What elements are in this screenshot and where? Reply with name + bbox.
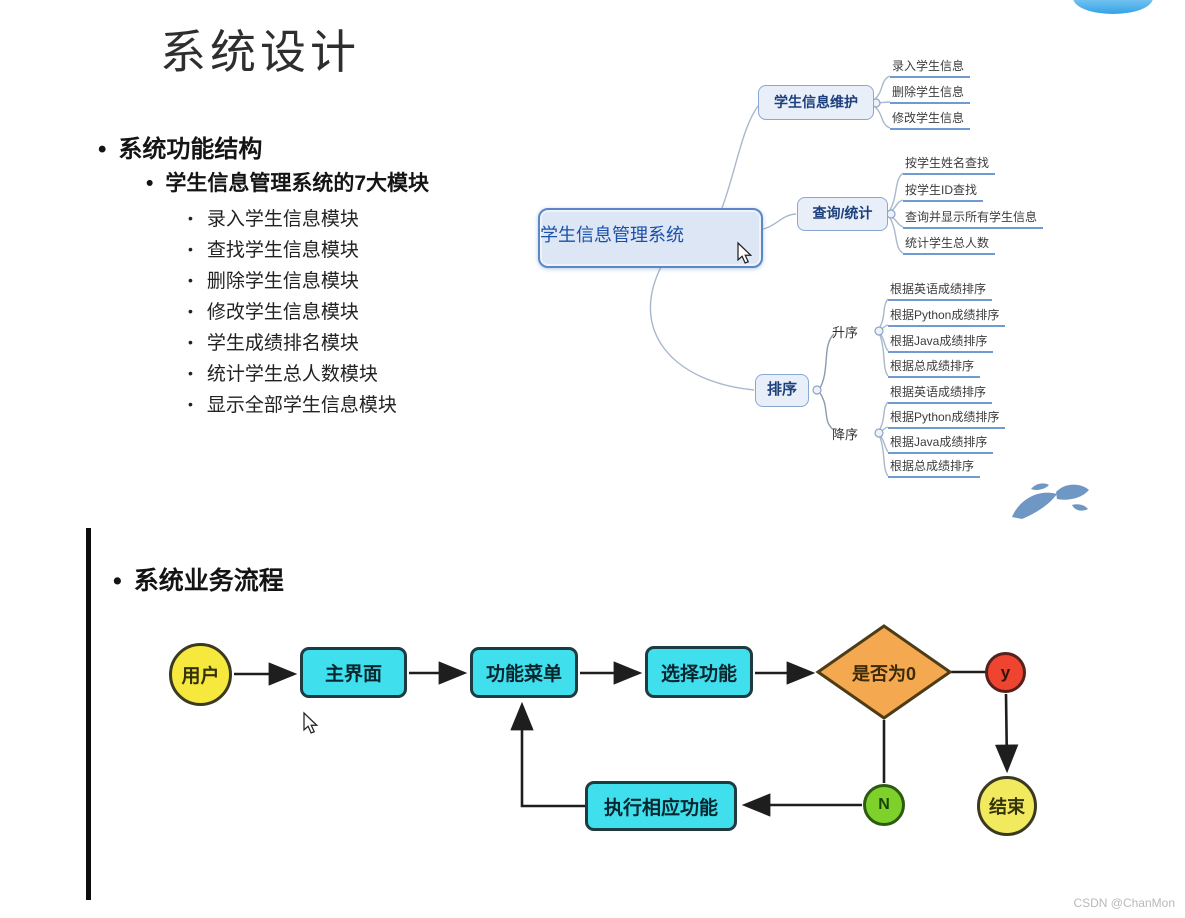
decision-diamond-shape [815, 624, 953, 720]
mindmap-leaf: 统计学生总人数 [903, 235, 996, 255]
mindmap-branch-maintain: 学生信息维护 [758, 85, 874, 120]
mindmap-leaf: 根据英语成绩排序 [888, 281, 993, 301]
flow-execute-node: 执行相应功能 [585, 781, 737, 831]
flow-start-node: 用户 [169, 643, 232, 706]
section-heading-function-structure: •系统功能结构 [98, 136, 263, 163]
flow-end-node: 结束 [977, 776, 1037, 836]
list-item-module-7: •显示全部学生信息模块 [188, 395, 397, 416]
mindmap-connectors [649, 75, 904, 477]
mindmap-leaf: 按学生姓名查找 [903, 155, 996, 175]
flowchart-arrows [234, 661, 1019, 817]
flow-no-node: N [863, 784, 905, 826]
bullet-icon: • [188, 210, 193, 226]
bullet-icon: • [188, 272, 193, 288]
bullet-icon: • [188, 334, 193, 350]
bullet-icon: • [188, 241, 193, 257]
bullet-icon: • [188, 303, 193, 319]
decorative-swirl-graphic [1012, 483, 1089, 519]
list-item-module-2: •查找学生信息模块 [188, 240, 359, 261]
list-item-module-1: •录入学生信息模块 [188, 209, 359, 230]
flow-menu-node: 功能菜单 [470, 647, 578, 698]
section-heading-business-process: •系统业务流程 [113, 567, 284, 595]
bullet-icon: • [188, 365, 193, 381]
mindmap-root-node: 学生信息管理系统 [538, 208, 763, 268]
mindmap-leaf: 录入学生信息 [890, 58, 971, 78]
mindmap-leaf: 删除学生信息 [890, 84, 971, 104]
flow-decision-label: 是否为0 [851, 664, 916, 684]
list-item-module-6: •统计学生总人数模块 [188, 364, 378, 385]
decorative-corner-graphic [1073, 0, 1153, 14]
watermark: CSDN @ChanMon [1073, 896, 1175, 910]
mindmap-branch-sort: 排序 [755, 374, 809, 407]
list-item-module-3: •删除学生信息模块 [188, 271, 359, 292]
slide-divider-bar [86, 528, 91, 900]
flow-main-ui-node: 主界面 [300, 647, 407, 698]
mindmap-leaf: 根据总成绩排序 [888, 358, 981, 378]
bullet-icon: • [146, 172, 154, 195]
mindmap-leaf: 按学生ID查找 [903, 182, 984, 202]
flow-select-node: 选择功能 [645, 646, 753, 698]
bullet-icon: • [113, 567, 122, 595]
mindmap-leaf: 修改学生信息 [890, 110, 971, 130]
bullet-icon: • [98, 136, 107, 163]
mindmap-leaf: 根据Python成绩排序 [888, 409, 1006, 429]
bullet-icon: • [188, 396, 193, 412]
mindmap-leaf: 根据Java成绩排序 [888, 434, 994, 454]
mindmap-leaf: 根据Python成绩排序 [888, 307, 1006, 327]
page-title: 系统设计 [160, 26, 360, 78]
list-item-module-5: •学生成绩排名模块 [188, 333, 359, 354]
mindmap-node-ascending: 升序 [832, 325, 859, 340]
subsection-heading-7-modules: •学生信息管理系统的7大模块 [146, 172, 430, 195]
flow-yes-node: y [985, 652, 1026, 693]
mindmap-leaf: 根据Java成绩排序 [888, 333, 994, 353]
list-item-module-4: •修改学生信息模块 [188, 302, 359, 323]
mindmap-branch-query: 查询/统计 [797, 197, 888, 231]
mindmap-leaf: 根据英语成绩排序 [888, 384, 993, 404]
mindmap-branch-handles [812, 98, 896, 438]
mindmap-leaf: 根据总成绩排序 [888, 458, 981, 478]
mindmap-node-descending: 降序 [832, 427, 859, 442]
mindmap-leaf: 查询并显示所有学生信息 [903, 209, 1044, 229]
